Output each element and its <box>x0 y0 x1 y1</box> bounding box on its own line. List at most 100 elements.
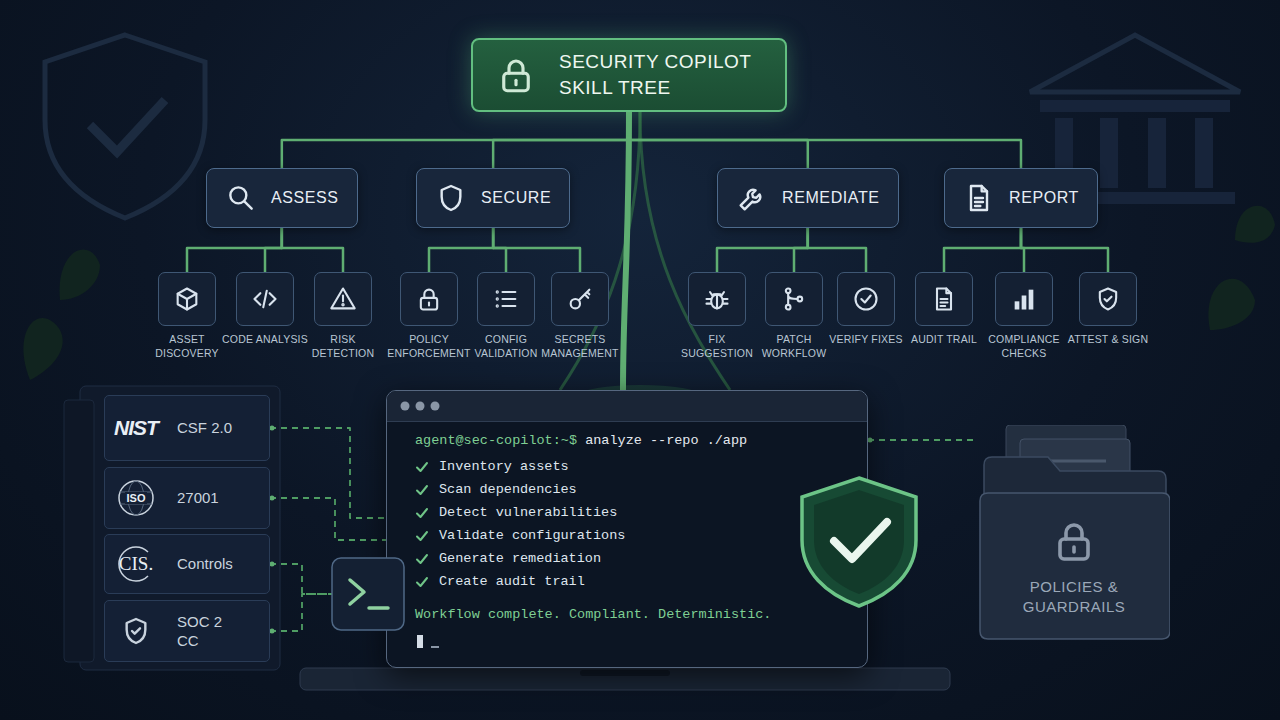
framework-name: SOC 2 CC <box>167 612 233 651</box>
leaf-node: FIX SUGGESTION <box>688 272 746 326</box>
cat-node: ASSESS <box>206 168 358 228</box>
leaf-node: PATCH WORKFLOW <box>765 272 823 326</box>
prompt-text: agent@sec-copilot:~$ <box>415 433 577 448</box>
cat-icon <box>435 182 467 214</box>
leaf-node: CONFIG VALIDATION <box>477 272 535 326</box>
tree-branch <box>493 112 629 168</box>
tree-branch <box>623 112 629 390</box>
status-text: Workflow complete. Compliant. Determinis… <box>415 607 771 622</box>
skill-label: PATCH WORKFLOW <box>751 332 837 360</box>
step-text: Generate remediation <box>439 551 601 566</box>
cat-icon <box>736 182 768 214</box>
term-node: agent@sec-copilot:~$ analyze --repo ./app… <box>386 390 868 668</box>
skill-icon <box>329 285 357 313</box>
bg-plants <box>23 206 1275 380</box>
step-text: Validate configurations <box>439 528 625 543</box>
tree-branch <box>429 228 493 272</box>
connector-dot <box>868 438 873 443</box>
check-mark <box>415 575 429 589</box>
dashed-connector <box>270 428 386 518</box>
cat-icon <box>963 182 995 214</box>
framework-logo: NIST <box>105 396 167 460</box>
cat-node: SECURE <box>416 168 570 228</box>
leaf-node: VERIFY FIXES <box>837 272 895 326</box>
skill-icon <box>566 285 594 313</box>
connector-dot <box>270 426 275 431</box>
iso-logo-text: ISO <box>125 492 148 504</box>
tree-branch <box>944 228 1021 272</box>
category-label: SECURE <box>481 189 551 207</box>
check-mark <box>415 552 429 566</box>
category-label: ASSESS <box>271 189 339 207</box>
skill-icon <box>852 285 880 313</box>
skill-label: COMPLIANCE CHECKS <box>981 332 1067 360</box>
framework-logo: CIS. <box>105 535 167 593</box>
tree-glow <box>560 112 730 405</box>
check-line: Inventory assets <box>415 459 569 474</box>
tree-branch <box>808 228 866 272</box>
skill-label: RISK DETECTION <box>300 332 386 360</box>
terminal-titlebar <box>387 391 867 422</box>
command-text: analyze --repo ./app <box>585 433 747 448</box>
framework-name: Controls <box>167 554 233 574</box>
title-icon <box>495 54 537 96</box>
folder-lock <box>1050 517 1098 565</box>
skill-icon <box>251 285 279 313</box>
framework-logo <box>105 601 167 661</box>
check-mark <box>415 483 429 497</box>
category-label: REMEDIATE <box>782 189 880 207</box>
check-line: Create audit trail <box>415 574 585 589</box>
tree-branch <box>493 228 580 272</box>
window-dots <box>387 391 447 421</box>
skill-label: ASSET DISCOVERY <box>144 332 230 360</box>
folder-label: POLICIES & GUARDRAILS <box>994 577 1154 618</box>
cat-icon <box>225 182 257 214</box>
check-mark <box>415 506 429 520</box>
step-text: Scan dependencies <box>439 482 577 497</box>
check-line: Detect vulnerabilities <box>415 505 617 520</box>
skill-label: FIX SUGGESTION <box>674 332 760 360</box>
skill-label: SECRETS MANAGEMENT <box>537 332 623 360</box>
cursor-underscore <box>431 646 439 648</box>
skill-icon <box>173 285 201 313</box>
step-text: Inventory assets <box>439 459 569 474</box>
tree-branch <box>794 228 808 272</box>
leaf-node: RISK DETECTION <box>314 272 372 326</box>
framework-name: CSF 2.0 <box>167 418 233 438</box>
leaf-node: AUDIT TRAIL <box>915 272 973 326</box>
cat-node: REPORT <box>944 168 1098 228</box>
frame-node: CIS. Controls <box>104 534 270 594</box>
tree-branch <box>629 112 1021 168</box>
folder-node: POLICIES & GUARDRAILS <box>978 425 1170 640</box>
connector-dot <box>270 629 275 634</box>
skill-label: AUDIT TRAIL <box>901 332 987 346</box>
prompt-line: agent@sec-copilot:~$ analyze --repo ./app <box>415 433 747 448</box>
terminal-icon <box>332 558 404 630</box>
title-node: SECURITY COPILOT SKILL TREE <box>471 38 787 112</box>
skill-label: CODE ANALYSIS <box>222 332 308 346</box>
cursor <box>417 635 423 648</box>
skill-icon <box>1094 285 1122 313</box>
framework-logo: ISO <box>105 468 167 528</box>
connector-dot <box>270 496 275 501</box>
cis-logo-text: CIS. <box>119 553 153 575</box>
leaf-node: ASSET DISCOVERY <box>158 272 216 326</box>
skill-icon <box>930 285 958 313</box>
skill-icon <box>1010 285 1038 313</box>
skill-icon <box>415 285 443 313</box>
nist-logo-text: NIST <box>114 416 158 440</box>
tree-branch <box>282 228 343 272</box>
title-text: SECURITY COPILOT SKILL TREE <box>559 49 759 100</box>
skill-icon <box>703 285 731 313</box>
frame-node: ISO27001 <box>104 467 270 529</box>
leaf-node: COMPLIANCE CHECKS <box>995 272 1053 326</box>
skill-label: CONFIG VALIDATION <box>463 332 549 360</box>
skill-label: POLICY ENFORCEMENT <box>386 332 472 360</box>
soc-shield <box>120 615 152 647</box>
status-line: Workflow complete. Compliant. Determinis… <box>415 607 771 622</box>
step-text: Detect vulnerabilities <box>439 505 617 520</box>
leaf-node: ATTEST & SIGN <box>1079 272 1137 326</box>
